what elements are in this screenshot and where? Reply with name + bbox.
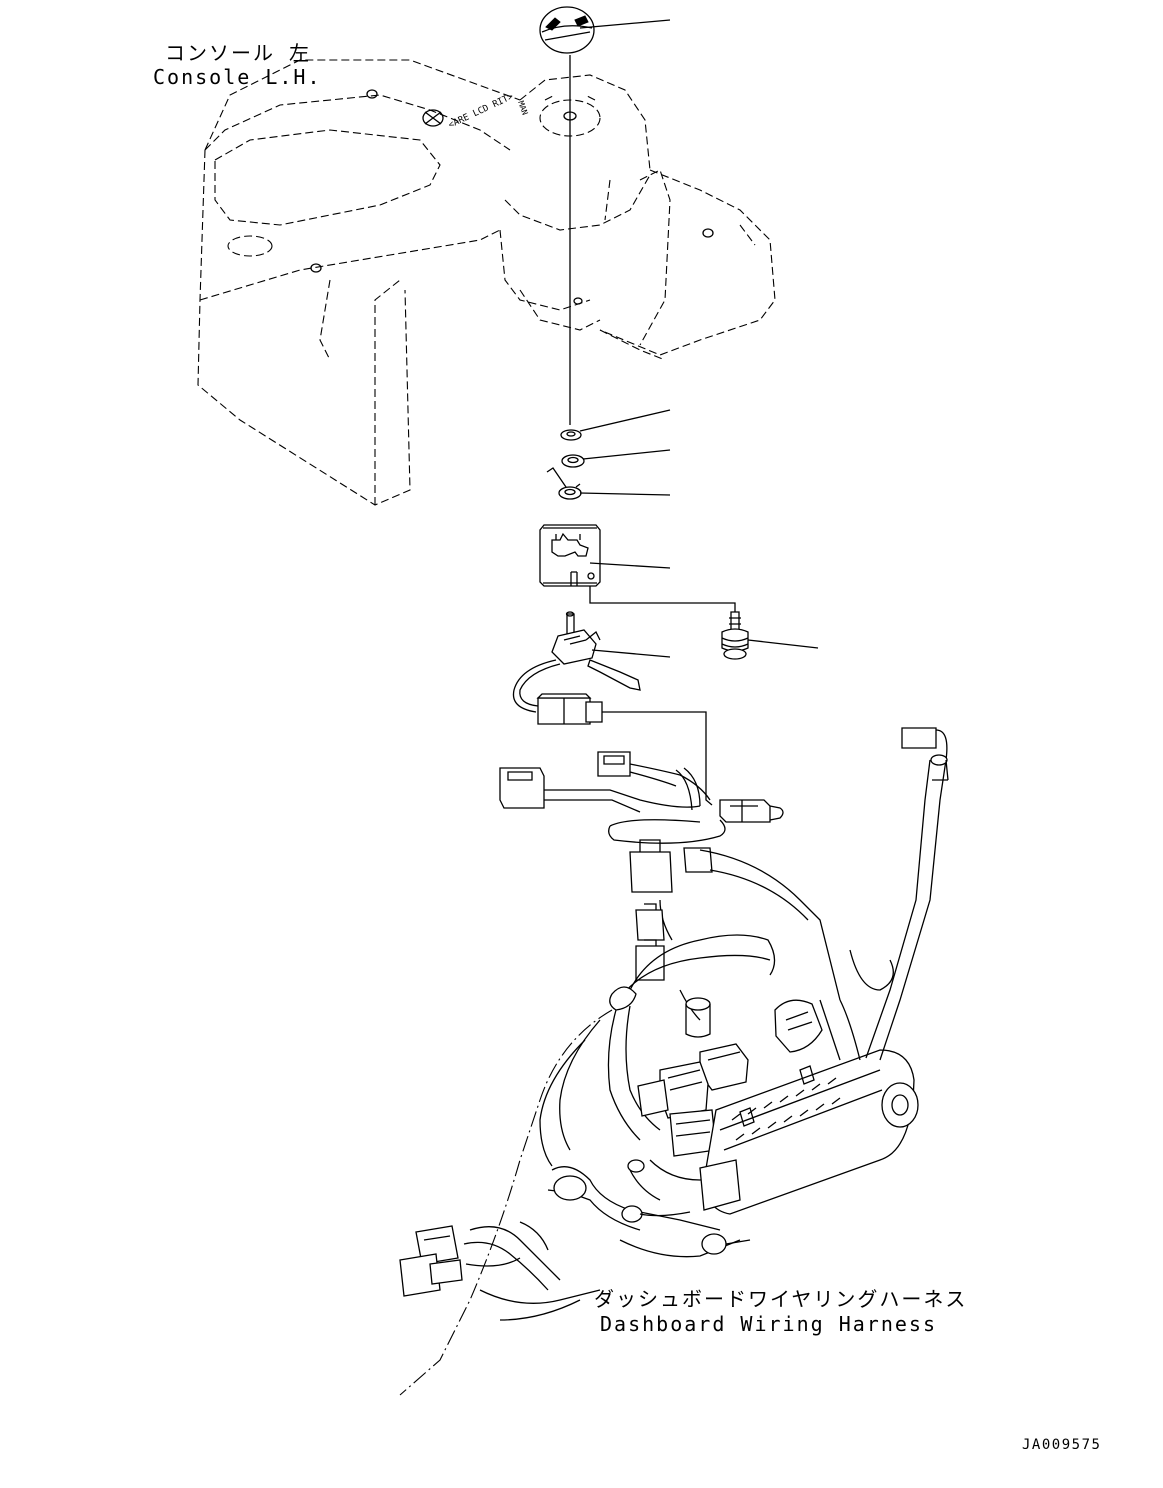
drawing-code: JA009575 (1022, 1437, 1102, 1453)
washer-1 (560, 409, 671, 441)
screw (721, 611, 819, 660)
lever-switch (512, 611, 671, 713)
spring (546, 467, 671, 500)
dashboard-wiring-harness (399, 727, 949, 1396)
plate (539, 524, 736, 612)
switch-connector (536, 693, 713, 806)
svg-text:MAN: MAN (516, 100, 529, 117)
harness-label-en: Dashboard Wiring Harness (600, 1312, 937, 1336)
washer-2 (561, 449, 671, 468)
svg-text:<ARE LCD RIT>: <ARE LCD RIT> (447, 92, 516, 131)
console-lh-outline: <ARE LCD RIT> MAN (197, 59, 776, 506)
console-label-ja: コンソール 左 (165, 41, 312, 65)
knob (539, 6, 671, 425)
console-label-en: Console L.H. (153, 65, 322, 89)
harness-label-ja: ダッシュボードワイヤリングハーネス (594, 1287, 968, 1311)
